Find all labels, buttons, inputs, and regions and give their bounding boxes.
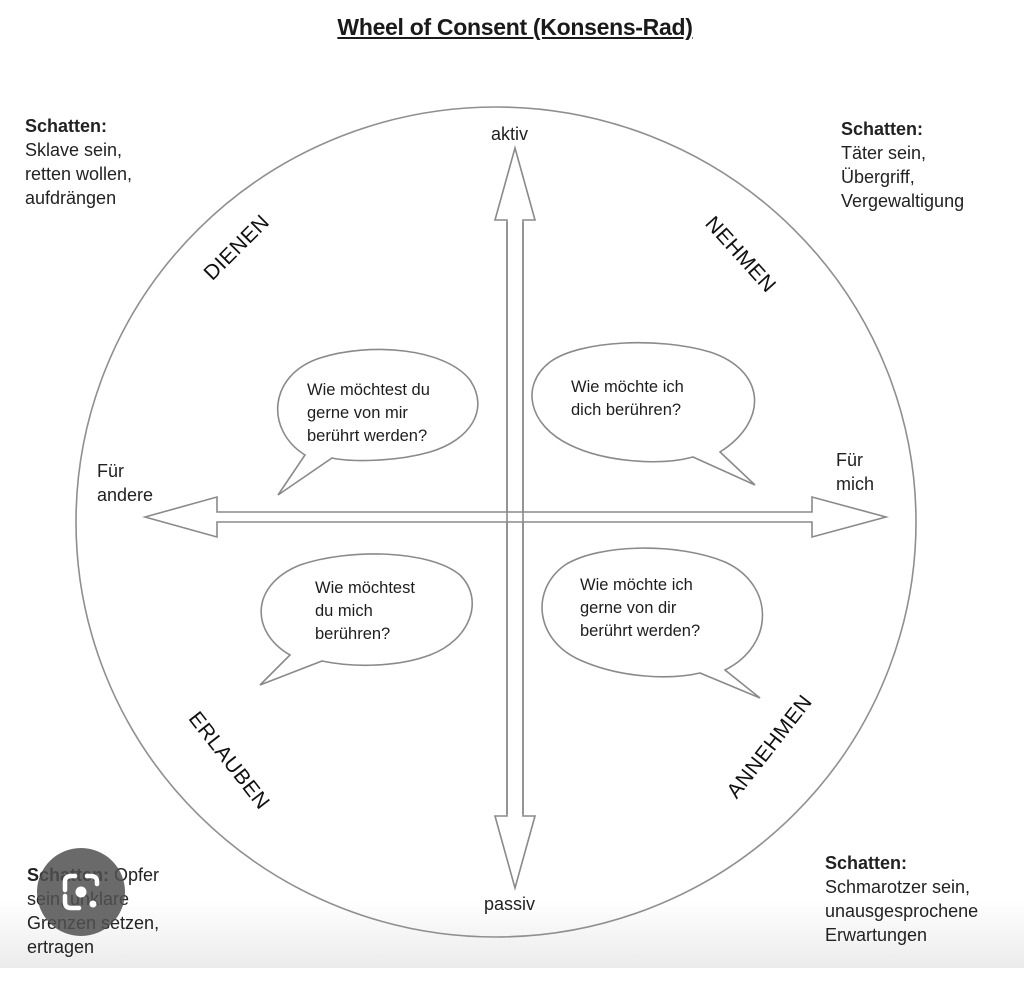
wheel-circle [75, 106, 917, 938]
axis-label-fuer-andere-line1: Für [97, 461, 124, 481]
bubble-text-top-right: Wie möchte ich dich berühren? [571, 376, 684, 422]
shadow-line: Täter sein, [841, 143, 927, 163]
shadow-heading: Schatten: [825, 853, 908, 873]
bubble-line: Wie möchte ich [580, 576, 693, 594]
axis-label-fuer-mich: Für mich [836, 448, 874, 496]
lens-search-button[interactable] [37, 848, 125, 936]
bottom-fade [0, 900, 1024, 968]
horizontal-axis-arrow [142, 495, 890, 539]
bubble-text-top-left: Wie möchtest du gerne von mir berührt we… [307, 379, 430, 448]
bubble-line: berühren? [315, 625, 391, 643]
shadow-line: Erwartungen [825, 925, 928, 945]
axis-label-aktiv: aktiv [491, 124, 529, 144]
speech-bubble-top-left [276, 348, 479, 496]
shadow-heading: Schatten: [841, 119, 924, 139]
shadow-heading-rest: Opfer [109, 865, 160, 885]
shadow-line: Sklave sein, [25, 140, 123, 160]
axis-label-fuer-mich-line2: mich [836, 474, 875, 494]
bubble-line: dich berühren? [571, 401, 682, 419]
bubble-text-bottom-right: Wie möchte ich gerne von dir berührt wer… [580, 574, 700, 643]
bubble-line: du mich [315, 602, 373, 620]
axis-label-fuer-andere-line2: andere [97, 485, 154, 505]
bottom-strip [0, 968, 1024, 989]
bubble-line: gerne von dir [580, 599, 677, 617]
speech-bubble-bottom-left [259, 553, 473, 686]
shadow-bottom-right: Schatten: Schmarotzer sein, unausgesproc… [825, 851, 978, 947]
shadow-line: ertragen [27, 937, 95, 957]
shadow-line: Schmarotzer sein, [825, 877, 971, 897]
shadow-line: Übergriff, [841, 167, 915, 187]
shadow-line: unausgesprochene [825, 901, 979, 921]
bubble-line: gerne von mir [307, 404, 408, 422]
speech-bubble-top-right [531, 341, 756, 486]
shadow-top-left: Schatten: Sklave sein, retten wollen, au… [25, 114, 132, 210]
bubble-line: Wie möchtest du [307, 381, 430, 399]
axis-label-fuer-mich-line1: Für [836, 450, 863, 470]
shadow-heading: Schatten: [25, 116, 108, 136]
shadow-line: Vergewaltigung [841, 191, 965, 211]
bubble-line: berührt werden? [580, 622, 701, 640]
shadow-top-right: Schatten: Täter sein, Übergriff, Vergewa… [841, 117, 964, 213]
bubble-text-bottom-left: Wie möchtest du mich berühren? [315, 577, 415, 646]
shadow-line: retten wollen, [25, 164, 133, 184]
lens-camera-icon [62, 873, 100, 911]
shadow-line: aufdrängen [25, 188, 117, 208]
axis-label-passiv: passiv [484, 894, 536, 914]
arrow-horizontal [142, 495, 890, 539]
bubble-line: berührt werden? [307, 427, 428, 445]
bubble-line: Wie möchte ich [571, 378, 684, 396]
axis-label-fuer-andere: Für andere [97, 459, 153, 507]
page-title: Wheel of Consent (Konsens-Rad) [337, 14, 693, 40]
speech-bubble-bottom-right [541, 547, 764, 699]
bubble-line: Wie möchtest [315, 579, 415, 597]
